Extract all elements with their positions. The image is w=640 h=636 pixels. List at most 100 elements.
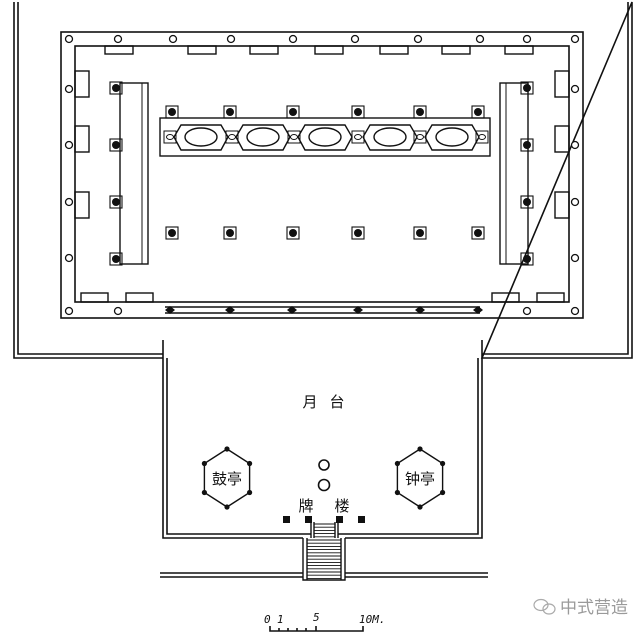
column-base xyxy=(413,226,427,240)
pavilion-column xyxy=(440,489,446,496)
pavilion-column xyxy=(394,460,400,467)
pavilion-column xyxy=(224,446,230,452)
window-panel xyxy=(187,45,217,55)
column xyxy=(168,229,176,237)
main-platform-outline xyxy=(13,1,633,359)
wall-column xyxy=(570,140,580,150)
door-post xyxy=(287,306,297,314)
column-base xyxy=(520,81,534,95)
column-base xyxy=(109,252,123,266)
pavilion-column xyxy=(247,460,253,467)
column xyxy=(226,229,234,237)
column xyxy=(523,84,531,92)
side-window xyxy=(554,70,570,98)
wall-column xyxy=(64,84,74,94)
wall-column xyxy=(350,34,360,44)
wall-column xyxy=(64,253,74,263)
window-panel xyxy=(379,45,409,55)
drum-pavilion-label: 鼓亭 xyxy=(212,470,242,488)
pavilion-column xyxy=(247,489,253,496)
archway-label-2: 楼 xyxy=(334,497,349,515)
column xyxy=(112,198,120,206)
wall-column xyxy=(64,34,74,44)
side-window xyxy=(554,191,570,219)
front-door-line xyxy=(165,306,480,314)
window-panel xyxy=(125,292,154,303)
moon-terrace-outline xyxy=(162,340,483,539)
wall-column xyxy=(570,84,580,94)
wall-column xyxy=(570,34,580,44)
column xyxy=(289,229,297,237)
window-panel xyxy=(441,45,471,55)
column-base xyxy=(109,195,123,209)
side-window xyxy=(554,125,570,153)
column xyxy=(168,108,176,116)
pavilions xyxy=(201,446,446,510)
archway-post xyxy=(358,516,365,523)
window-panel xyxy=(249,45,279,55)
door-post xyxy=(415,306,425,314)
pavilion-column xyxy=(394,489,400,496)
altar-knob xyxy=(354,134,362,140)
altar-base xyxy=(163,130,177,144)
altar-octagon xyxy=(424,124,480,151)
window-panel xyxy=(504,45,534,55)
altar-knob xyxy=(228,134,236,140)
archway-label-1: 牌 xyxy=(298,497,313,515)
wall-column xyxy=(288,34,298,44)
window-panel xyxy=(104,45,134,55)
pavilion-column xyxy=(201,489,207,496)
altar-knob xyxy=(166,134,174,140)
column-base xyxy=(109,81,123,95)
pavilion-column xyxy=(224,504,230,510)
altar-knob xyxy=(290,134,298,140)
window-panel xyxy=(314,45,344,55)
scale-tick-10: 10M. xyxy=(359,613,386,626)
pavilion-column xyxy=(417,504,423,510)
wall-column xyxy=(413,34,423,44)
stone-marker xyxy=(318,459,330,471)
moon-terrace-inner-line xyxy=(166,358,479,535)
stone-marker xyxy=(317,478,331,492)
column xyxy=(226,108,234,116)
column-base xyxy=(520,138,534,152)
altar-oval xyxy=(308,127,342,147)
wall-column xyxy=(522,34,532,44)
altar-base xyxy=(287,130,301,144)
window-panel xyxy=(80,292,109,303)
scale-tick-1: 1 xyxy=(277,613,284,626)
column-base xyxy=(520,252,534,266)
door-post xyxy=(225,306,235,314)
moon-terrace-label-1: 月 xyxy=(302,393,317,411)
column xyxy=(112,141,120,149)
column-base xyxy=(471,226,485,240)
altar-knob xyxy=(416,134,424,140)
altar-octagon xyxy=(362,124,418,151)
watermark: 中式营造 xyxy=(560,598,628,618)
scale-tick-0: 0 xyxy=(264,613,271,626)
column xyxy=(416,229,424,237)
bell-pavilion-label: 钟亭 xyxy=(405,470,435,488)
stairs xyxy=(302,520,346,581)
altar-base xyxy=(413,130,427,144)
column xyxy=(289,108,297,116)
altar-oval xyxy=(435,127,469,147)
wall-column xyxy=(570,306,580,316)
door-post xyxy=(353,306,363,314)
wall-column xyxy=(113,306,123,316)
wall-column xyxy=(64,306,74,316)
column-base xyxy=(165,226,179,240)
column xyxy=(354,229,362,237)
wall-column xyxy=(475,34,485,44)
side-bench xyxy=(119,82,149,265)
altar-knob xyxy=(478,134,486,140)
wall-column xyxy=(64,140,74,150)
column-base xyxy=(520,195,534,209)
archway-post xyxy=(336,516,343,523)
column xyxy=(112,84,120,92)
archway-post xyxy=(305,516,312,523)
wall-column xyxy=(64,197,74,207)
pavilion-column xyxy=(417,446,423,452)
column-base xyxy=(286,226,300,240)
ground-line xyxy=(160,572,488,578)
